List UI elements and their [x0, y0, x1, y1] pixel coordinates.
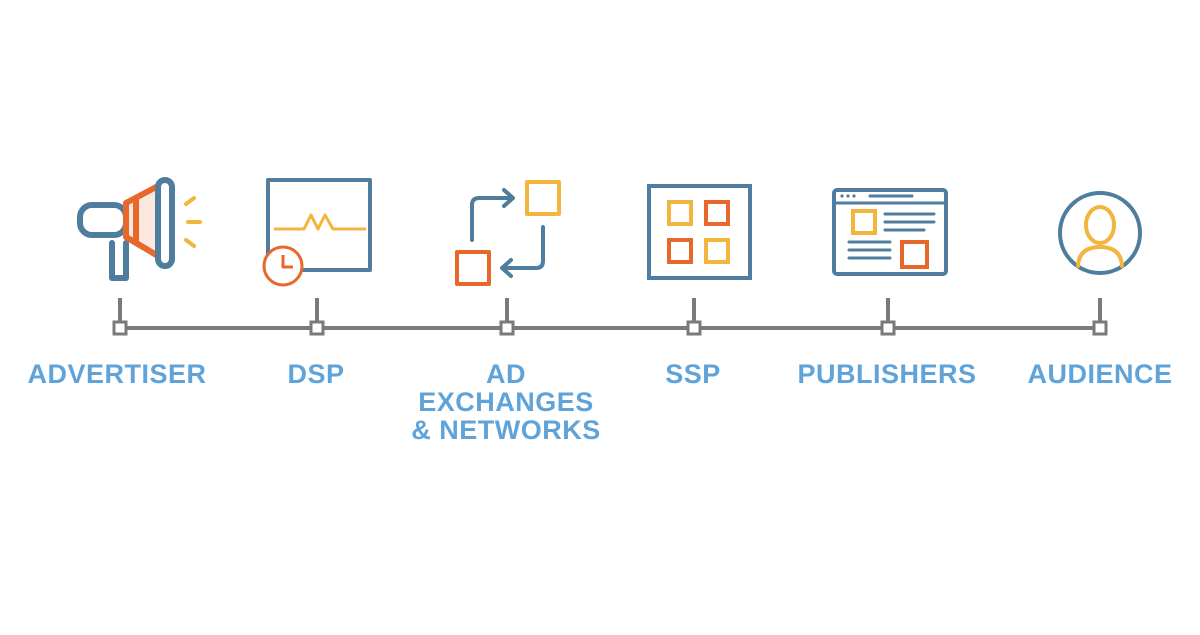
exchange-arrows-icon [455, 180, 561, 286]
timeline-node [112, 320, 128, 336]
stage-label-publishers: PUBLISHERS [797, 359, 977, 389]
megaphone-icon [77, 177, 202, 281]
stage-label-advertiser: ADVERTISER [27, 359, 207, 389]
timeline-node [1092, 320, 1108, 336]
stage-label-audience: AUDIENCE [1027, 359, 1173, 389]
ad-grid-icon [647, 184, 752, 280]
timeline-node [880, 320, 896, 336]
timeline-node [686, 320, 702, 336]
browser-window-icon [832, 188, 948, 276]
monitor-clock-icon [262, 178, 372, 287]
timeline-node [309, 320, 325, 336]
stage-label-ssp: SSP [665, 359, 721, 389]
timeline-connectors [112, 298, 1108, 336]
timeline-node [499, 320, 515, 336]
user-avatar-icon [1058, 191, 1142, 275]
stage-label-dsp: DSP [287, 359, 345, 389]
stage-label-ad-exchanges: AD EXCHANGES & NETWORKS [411, 359, 601, 445]
